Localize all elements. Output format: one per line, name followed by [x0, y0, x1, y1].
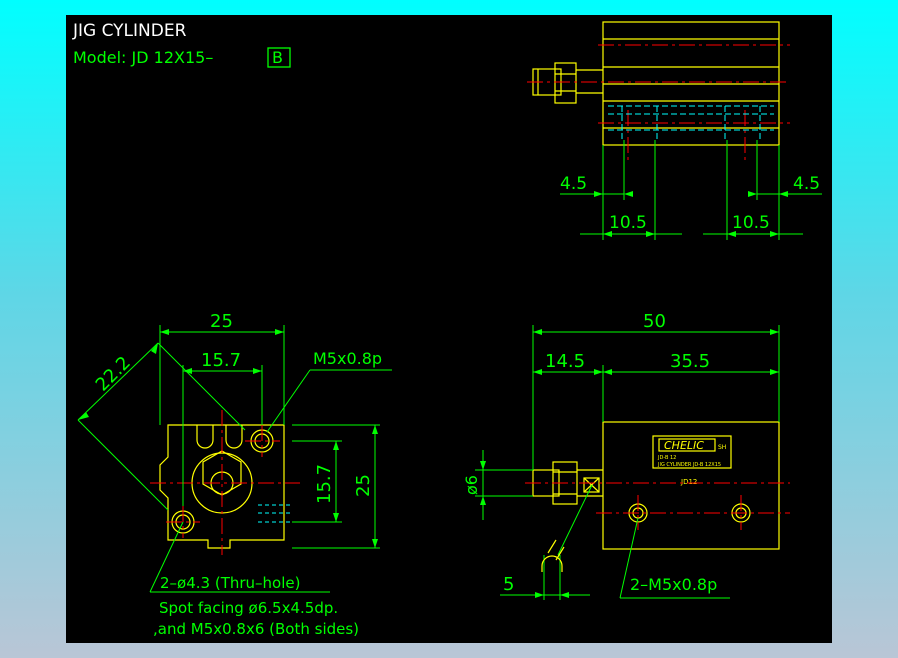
dim-side-length-50: 50 [643, 311, 666, 332]
nameplate-line-2: JIG CYLINDER JD-B 12X15 [657, 462, 721, 468]
note-line-1: 2–ø4.3 (Thru–hole) [160, 574, 300, 592]
note-line-3: ,and M5x0.8x6 (Both sides) [153, 620, 359, 638]
model-variant-box [267, 47, 291, 68]
dim-top-right-4-5: 4.5 [793, 174, 820, 194]
side-view: CHELIC SH JD-B 12 JIG CYLINDER JD-B 12X1… [462, 311, 790, 600]
nameplate [652, 435, 732, 469]
dim-side-ports: 2–M5x0.8p [630, 575, 717, 594]
model-number: Model: JD 12X15– [73, 48, 213, 67]
dim-side-5: 5 [503, 574, 514, 595]
model-variant: B [272, 48, 283, 67]
brand-logo: CHELIC [664, 439, 704, 452]
front-view-body [159, 424, 285, 549]
drawing-title: JIG CYLINDER [72, 21, 187, 41]
body-label: JD12 [680, 478, 697, 486]
dim-front-vertical-15-7: 15.7 [314, 464, 335, 504]
dim-top-right-10-5: 10.5 [732, 213, 770, 233]
dim-front-diagonal-22-2: 22.2 [92, 352, 135, 395]
brand-mark: SH [718, 444, 726, 451]
note-line-2: Spot facing ø6.5x4.5dp. [159, 599, 338, 617]
dim-side-dia-6: ø6 [462, 475, 481, 495]
dim-top-left-4-5: 4.5 [560, 174, 587, 194]
front-view: 25 15.7 22.2 15.7 25 M5x0.8p 2–ø4.3 (Thr… [77, 311, 392, 638]
dim-top-left-10-5: 10.5 [609, 213, 647, 233]
nameplate-line-1: JD-B 12 [657, 455, 676, 461]
dim-front-thread: M5x0.8p [313, 349, 382, 368]
drawing-canvas: JIG CYLINDER Model: JD 12X15– B [66, 15, 832, 643]
dim-front-15-7: 15.7 [201, 350, 241, 371]
top-view: 4.5 4.5 10.5 10.5 [527, 21, 822, 240]
dim-side-35-5: 35.5 [670, 351, 710, 372]
dim-front-width-25: 25 [210, 311, 233, 332]
side-view-body [602, 421, 780, 550]
dim-side-14-5: 14.5 [545, 351, 585, 372]
technical-drawing: JIG CYLINDER Model: JD 12X15– B [72, 21, 822, 638]
dim-front-vertical-25: 25 [353, 474, 374, 497]
